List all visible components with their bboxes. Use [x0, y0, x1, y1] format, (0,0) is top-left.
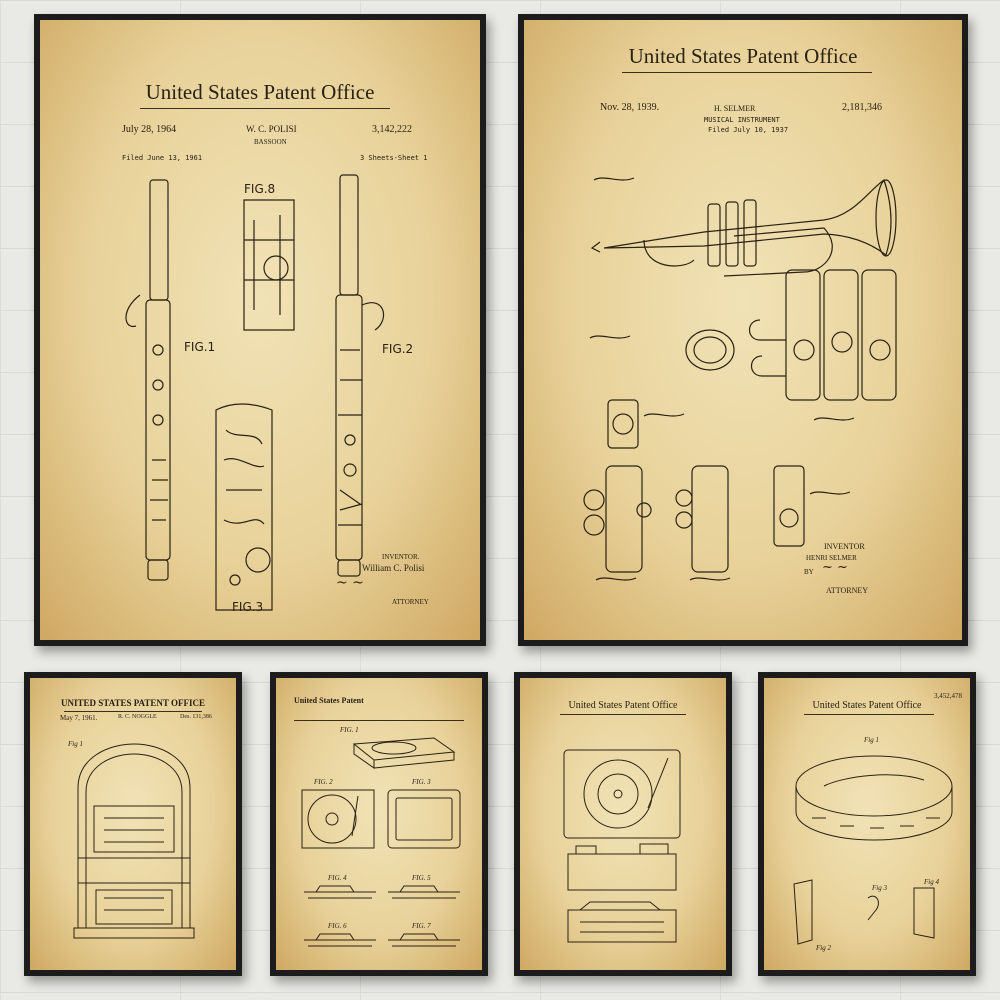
poster-tambourine-paper: United States Patent Office 3,452,478 Fi…: [764, 678, 970, 970]
bassoon-office-title: United States Patent Office: [145, 80, 375, 104]
jukebox-inventor-short: R. C. NOGGLE: [118, 714, 157, 720]
tambourine-fig4: Fig 4: [924, 878, 939, 886]
phonograph-office-title: United States Patent Office: [568, 700, 678, 711]
tambourine-patent-number: 3,452,478: [934, 692, 962, 700]
jukebox-fig-label: Fig 1: [68, 740, 83, 748]
turntable-fig5: FIG. 5: [412, 874, 431, 882]
poster-phonograph-paper: United States Patent Office: [520, 678, 726, 970]
poster-jukebox: UNITED STATES PATENT OFFICE May 7, 1961.…: [24, 672, 242, 976]
bassoon-inventor-full: William C. Polisi: [362, 563, 425, 573]
trumpet-attorney-label: ATTORNEY: [826, 586, 869, 595]
trumpet-drawing: [524, 20, 962, 640]
poster-jukebox-paper: UNITED STATES PATENT OFFICE May 7, 1961.…: [30, 678, 236, 970]
poster-tambourine: United States Patent Office 3,452,478 Fi…: [758, 672, 976, 976]
turntable-drawing: [276, 678, 482, 970]
poster-turntable: United States Patent FIG. 1 FIG. 2 FIG. …: [270, 672, 488, 976]
bassoon-sheets: 3 Sheets-Sheet 1: [360, 154, 428, 162]
tambourine-fig1: Fig 1: [864, 736, 879, 744]
poster-bassoon-paper: United States Patent Office July 28, 196…: [40, 20, 480, 640]
trumpet-office-title: United States Patent Office: [628, 44, 858, 68]
tambourine-drawing: [764, 678, 970, 970]
trumpet-by: BY: [804, 568, 814, 576]
trumpet-figure: [592, 180, 896, 276]
tambourine-title-rule: [804, 714, 934, 715]
valve-block-figure: [750, 270, 897, 400]
tambourine-top: [796, 756, 952, 816]
trumpet-filed: Filed July 10, 1937: [708, 126, 789, 134]
jukebox-date: May 7, 1961.: [60, 714, 98, 722]
poster-trumpet-paper: United States Patent Office Nov. 28, 193…: [524, 20, 962, 640]
bassoon-subject: BASSOON: [254, 138, 287, 146]
trumpet-title-rule: [622, 72, 872, 73]
turntable-fig7: FIG. 7: [412, 922, 431, 930]
tambourine-office-title: United States Patent Office: [812, 700, 922, 711]
jukebox-patent-number: Des. 131,386: [180, 714, 212, 720]
fig2-bocal-joint: [340, 175, 358, 295]
bassoon-title-rule: [140, 108, 390, 109]
fig8-detail: [244, 200, 294, 330]
jukebox-drawing: [30, 678, 236, 970]
jukebox-title-rule: [64, 711, 202, 712]
turntable-fig4: FIG. 4: [328, 874, 347, 882]
fig2-body: [336, 295, 362, 560]
bassoon-fig8-label: FIG.8: [244, 182, 276, 196]
fig1-body: [146, 300, 170, 560]
bassoon-filed: Filed June 13, 1961: [122, 154, 203, 162]
trumpet-attorney-signature: ~ ~: [822, 560, 848, 575]
phonograph-title-rule: [560, 714, 686, 715]
bassoon-fig2-label: FIG.2: [382, 342, 414, 356]
bassoon-fig3-label: FIG.3: [232, 600, 264, 614]
phonograph-drawing: [520, 678, 726, 970]
trumpet-date: Nov. 28, 1939.: [600, 102, 660, 113]
trumpet-inventor-full: HENRI SELMER: [806, 554, 857, 562]
turntable-title-rule: [294, 720, 464, 721]
bassoon-date: July 28, 1964: [122, 124, 177, 135]
turntable-fig3: FIG. 3: [412, 778, 431, 786]
trumpet-inventor-label: INVENTOR: [824, 542, 865, 551]
turntable-office-title: United States Patent: [294, 696, 364, 705]
bassoon-inventor-short: W. C. POLISI: [246, 124, 297, 134]
bassoon-inventor-label: INVENTOR.: [382, 553, 420, 561]
tambourine-fig2: Fig 2: [816, 944, 831, 952]
bassoon-attorney-signature: ~ ~: [336, 575, 364, 591]
poster-turntable-paper: United States Patent FIG. 1 FIG. 2 FIG. …: [276, 678, 482, 970]
turntable-fig1: FIG. 1: [340, 726, 359, 734]
jukebox-office-title: UNITED STATES PATENT OFFICE: [61, 698, 205, 708]
bassoon-drawing: [40, 20, 480, 640]
fig1-bocal-joint: [150, 180, 168, 300]
trumpet-subject: MUSICAL INSTRUMENT: [704, 116, 780, 124]
bassoon-patent-number: 3,142,222: [372, 124, 412, 135]
poster-trumpet: United States Patent Office Nov. 28, 193…: [518, 14, 968, 646]
tambourine-fig3: Fig 3: [872, 884, 887, 892]
turntable-fig2: FIG. 2: [314, 778, 333, 786]
turntable-fig6: FIG. 6: [328, 922, 347, 930]
trumpet-inventor-short: H. SELMER: [714, 104, 756, 113]
fig3-detail: [216, 404, 272, 610]
poster-phonograph: United States Patent Office: [514, 672, 732, 976]
poster-bassoon: United States Patent Office July 28, 196…: [34, 14, 486, 646]
bassoon-fig1-label: FIG.1: [184, 340, 216, 354]
trumpet-patent-number: 2,181,346: [842, 102, 882, 113]
bassoon-attorney-label: ATTORNEY: [392, 598, 429, 606]
